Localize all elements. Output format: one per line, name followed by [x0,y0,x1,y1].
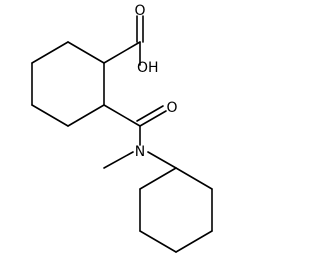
lower-cyclohexane-ring [139,167,213,253]
ring-bond [175,230,213,253]
ring-to-carboxyl-bond [103,41,141,64]
amide-carbonyl-double-bond [139,110,167,127]
amide-nitrogen-label: N [135,144,145,160]
nitrogen-methyl-bond [103,151,134,169]
carboxylic-acid-group: O OH [103,3,159,76]
carboxyl-oxygen-label: O [134,3,145,19]
amide-carbonyl-double-bond [136,105,164,122]
molecule-drawing: O OH O N [31,3,213,253]
ring-bond [139,167,177,190]
nitrogen-cyclohexyl-bond [147,151,177,169]
amide-group: O N [103,100,178,169]
ring-to-amide-bond [103,104,141,127]
chemical-structure-diagram: O OH O N [31,3,213,253]
ring-bond [175,167,213,190]
upper-cyclohexane-ring [31,41,105,127]
hydroxyl-label: OH [137,60,159,76]
ring-bond [31,104,69,127]
amide-oxygen-label: O [166,100,177,116]
ring-bond [31,41,69,64]
ring-bond [67,104,105,127]
ring-bond [139,230,177,253]
ring-bond [67,41,105,64]
